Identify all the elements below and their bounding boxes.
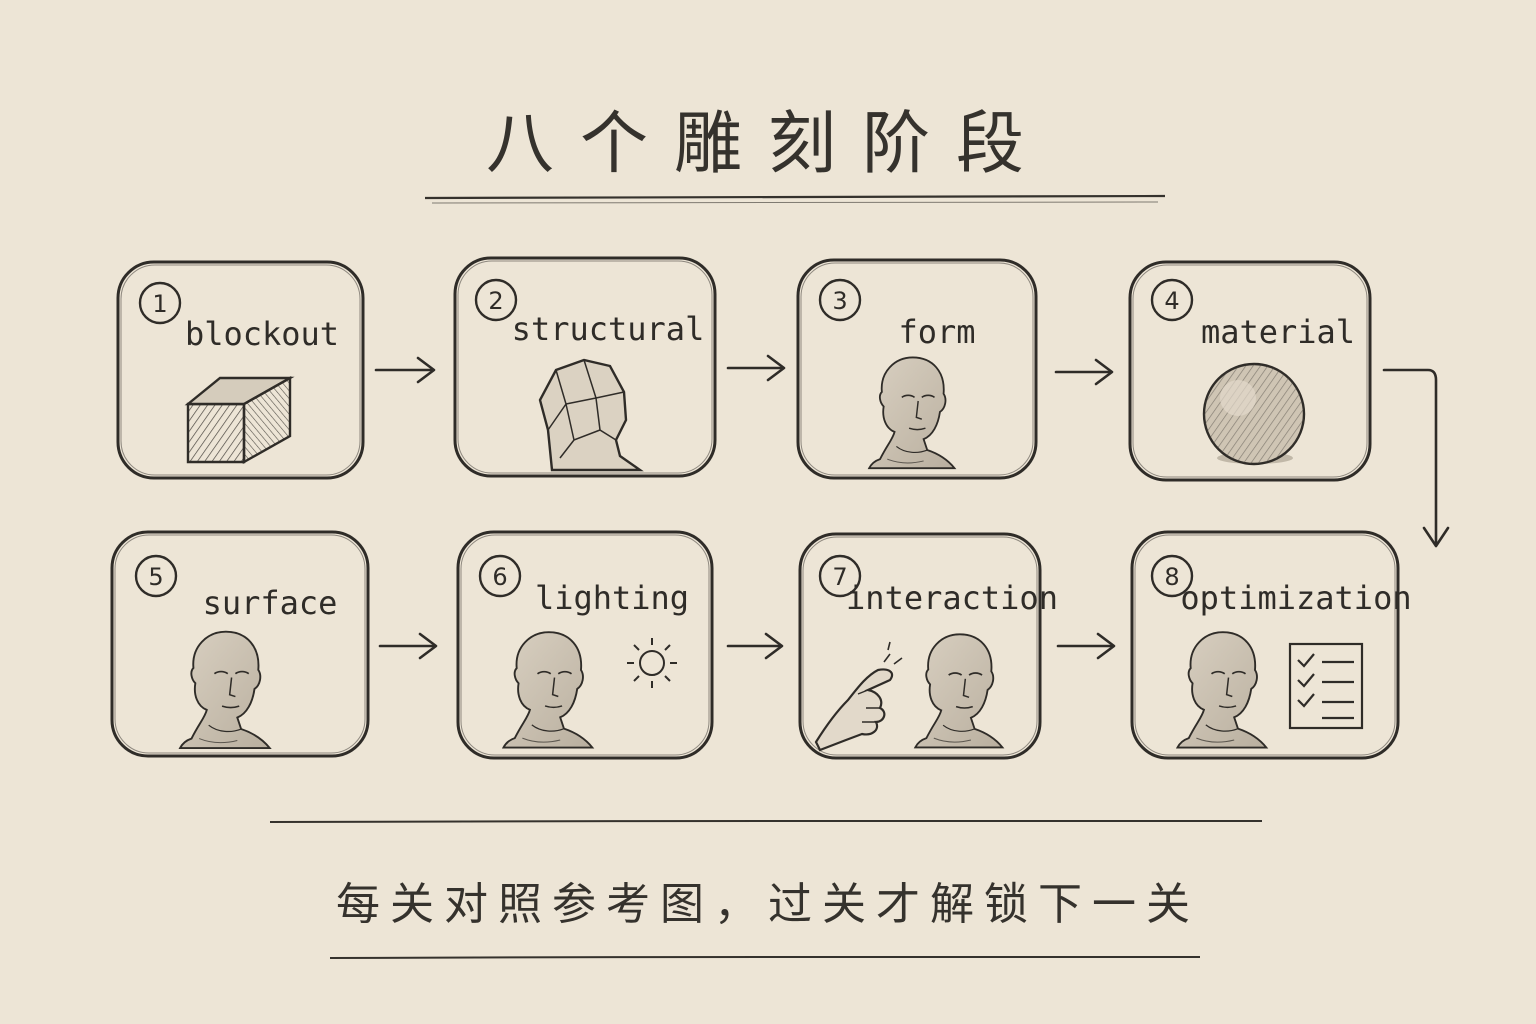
stage-number-badge [818,278,862,322]
stage-label: material [1201,313,1355,351]
stage-number-badge [1150,554,1194,598]
stage-label: structural [512,310,705,348]
arrow-7-to-8 [1056,632,1116,660]
stage-number: 6 [492,563,507,591]
stage-card-6: 6 lighting [456,530,714,760]
checklist-icon [1288,642,1364,730]
sphere-icon [1202,362,1306,466]
stage-number-badge [474,278,518,322]
arrow-5-to-6 [378,632,438,660]
stage-number: 2 [488,287,503,315]
stage-card-8: 8 optimization [1130,530,1412,760]
stage-card-2: 2 structural [453,256,717,478]
sun-icon [627,638,677,688]
arrow-4-to-8 [1382,368,1450,548]
stage-number: 8 [1164,563,1179,591]
arrow-6-to-7 [726,632,784,660]
stage-label: form [898,313,975,351]
stage-number-badge [818,554,862,598]
stage-label: lighting [535,579,689,617]
arrow-2-to-3 [726,354,786,382]
stage-number: 4 [1164,287,1179,315]
stage-number: 5 [148,563,163,591]
stage-number: 7 [832,563,847,591]
head-icon [1176,631,1268,749]
stage-number: 3 [832,287,847,315]
stage-number-badge [1150,278,1194,322]
stage-card-1: 1 blockout [116,260,365,480]
stage-number-badge [134,554,178,598]
stage-label: optimization [1180,579,1411,617]
stage-label: surface [203,584,338,622]
stage-card-5: 5 surface [110,530,370,758]
stage-label: interaction [846,579,1058,617]
divider-line [269,820,1263,823]
head-icon [914,633,1004,749]
stage-number-badge [138,281,182,325]
planar-head-icon [538,358,644,472]
head-icon [502,631,594,749]
stage-card-7: 7 interaction [798,532,1058,760]
diagram-title: 八个雕刻阶段 [485,105,1050,184]
footer-caption: 每关对照参考图，过关才解锁下一关 [336,879,1200,930]
arrow-1-to-2 [374,356,436,384]
stage-number-badge [478,554,522,598]
footer-underline [329,956,1201,959]
stage-number: 1 [152,290,167,318]
cube-icon [184,375,295,465]
arrow-3-to-4 [1054,358,1114,386]
title-underline [424,194,1166,200]
head-icon [179,630,271,750]
stage-label: blockout [185,315,339,353]
stage-card-3: 3 form [796,258,1038,480]
head-icon [868,356,956,470]
pointing-hand-icon [814,641,903,752]
stage-card-4: 4 material [1128,260,1372,482]
